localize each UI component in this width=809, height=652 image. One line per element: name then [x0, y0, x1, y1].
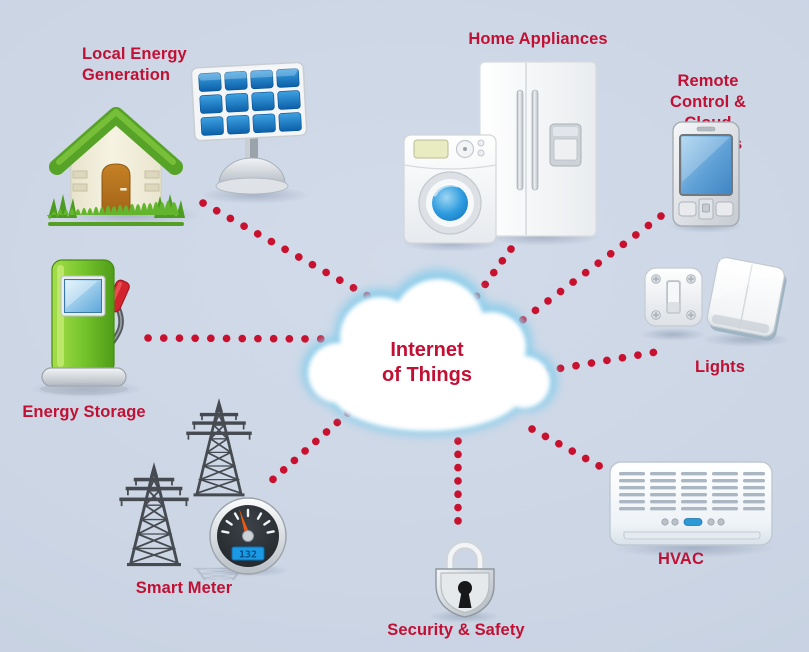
- smartphone-icon: [670, 120, 742, 230]
- refrigerator-icon: [478, 60, 598, 238]
- cloud-title: Internet of Things: [382, 339, 472, 386]
- padlock-icon: [428, 536, 502, 622]
- vent-column: [619, 472, 645, 511]
- meter-gauge-icon: 132: [208, 496, 288, 576]
- rocker-switch-icon: [697, 251, 796, 351]
- tower-small: [118, 462, 190, 567]
- hvac-unit-icon: [608, 460, 776, 552]
- washing-machine-icon: [402, 131, 498, 247]
- link-home-appliances: [464, 245, 515, 312]
- meter-reading: 132: [239, 550, 257, 561]
- label-lights: Lights: [694, 358, 746, 376]
- keyhole: [458, 581, 472, 608]
- label-hvac: HVAC: [658, 550, 704, 568]
- charging-station-icon: [28, 256, 144, 396]
- link-local-energy: [199, 199, 379, 304]
- link-hvac: [528, 425, 607, 472]
- label-local-energy-generation: Local Energy Generation: [82, 45, 187, 85]
- hvac-controls: [661, 518, 725, 526]
- house-icon: [40, 86, 192, 228]
- meter-display: [231, 546, 265, 561]
- label-energy-storage: Energy Storage: [22, 403, 146, 421]
- link-lights: [541, 346, 672, 375]
- label-security-safety: Security & Safety: [387, 621, 525, 639]
- tower-large: [185, 398, 253, 497]
- solar-panel-icon: [186, 56, 316, 200]
- light-switch-icon: [643, 266, 705, 334]
- link-energy-storage: [144, 334, 329, 343]
- label-smart-meter: Smart Meter: [135, 579, 233, 597]
- hvac-indicator: [683, 518, 703, 526]
- label-home-appliances: Home Appliances: [468, 30, 608, 48]
